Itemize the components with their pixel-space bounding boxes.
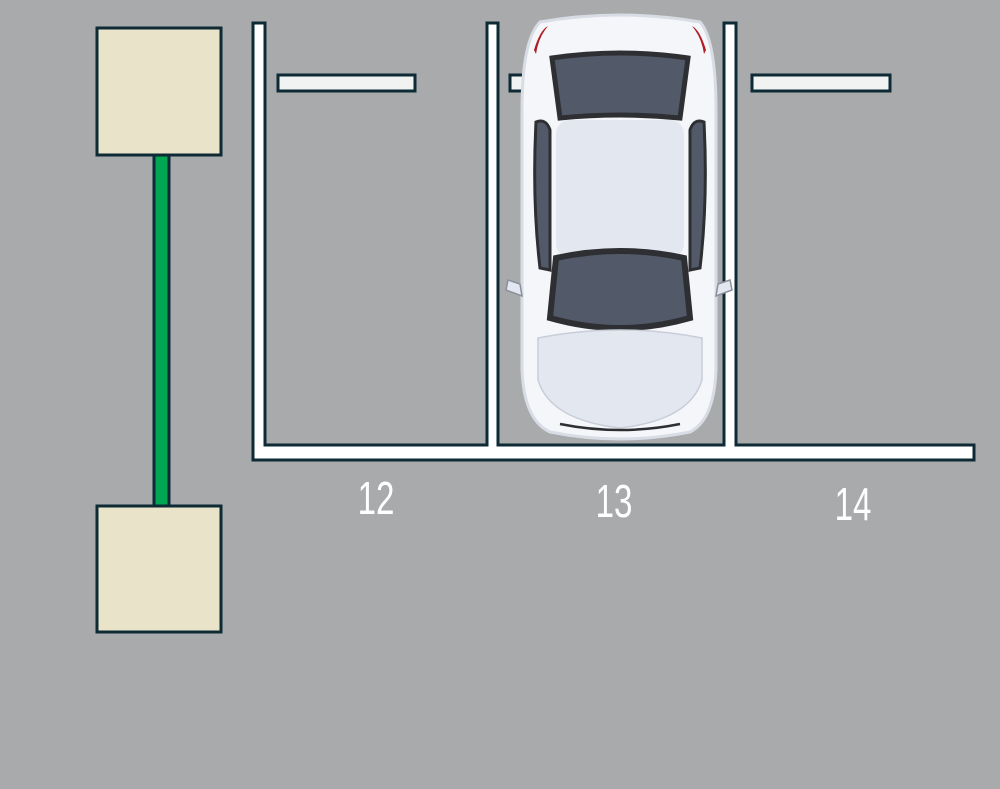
tail-light-left xyxy=(534,26,548,54)
tail-light-right xyxy=(692,26,706,54)
space-number-14: 14 xyxy=(835,480,872,530)
bottom-line xyxy=(251,443,976,462)
divider-line-13-14 xyxy=(722,21,738,450)
stop-bar-14 xyxy=(750,73,892,93)
parking-lines xyxy=(251,21,976,462)
rear-window xyxy=(549,50,691,121)
car xyxy=(505,13,733,441)
divider-line-left xyxy=(251,21,267,462)
hood xyxy=(537,329,703,429)
bottom-box xyxy=(95,504,223,634)
green-connector xyxy=(152,148,171,512)
space-labels: 12 13 14 xyxy=(358,474,872,530)
mirror-left xyxy=(505,279,523,298)
top-box xyxy=(95,26,223,157)
space-number-12: 12 xyxy=(358,474,395,524)
space-number-13: 13 xyxy=(596,477,633,527)
mirror-right xyxy=(715,279,733,298)
connected-boxes xyxy=(95,26,223,634)
line-joints xyxy=(254,443,735,459)
stop-bar-12 xyxy=(276,73,417,93)
side-window-left xyxy=(533,119,552,272)
side-window-right xyxy=(688,119,707,272)
front-bumper xyxy=(559,422,681,432)
roof xyxy=(556,120,684,258)
windshield xyxy=(546,248,694,331)
divider-line-12-13 xyxy=(485,21,500,450)
